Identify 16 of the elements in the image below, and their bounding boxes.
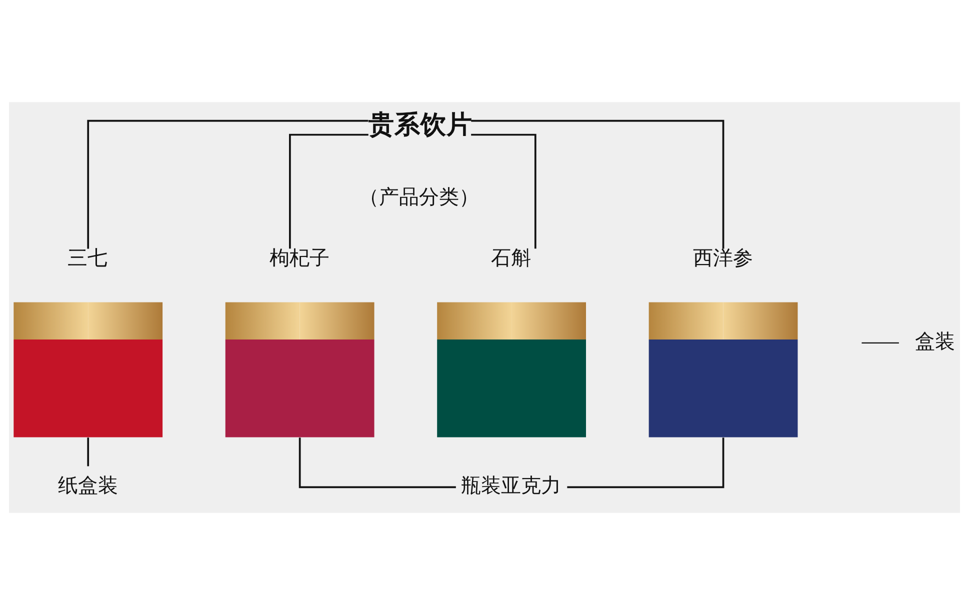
connector [86, 119, 368, 248]
connector [566, 437, 724, 488]
connector [470, 133, 536, 248]
connector [86, 437, 89, 466]
node-label: 枸杞子 [269, 246, 330, 270]
node-text: 瓶装亚克力 [460, 474, 560, 496]
connector [288, 133, 368, 248]
node-label: 三七 [67, 246, 108, 270]
node-label: 西洋参 [692, 246, 753, 270]
node-text: 纸盒装 [57, 474, 118, 496]
connector [298, 437, 456, 488]
label: （产品分类） [358, 185, 479, 208]
connector [470, 119, 724, 248]
label: 盒装 [914, 329, 955, 352]
node-text: 贵系饮片 [368, 110, 472, 140]
node-label: 石斛 [490, 246, 531, 270]
